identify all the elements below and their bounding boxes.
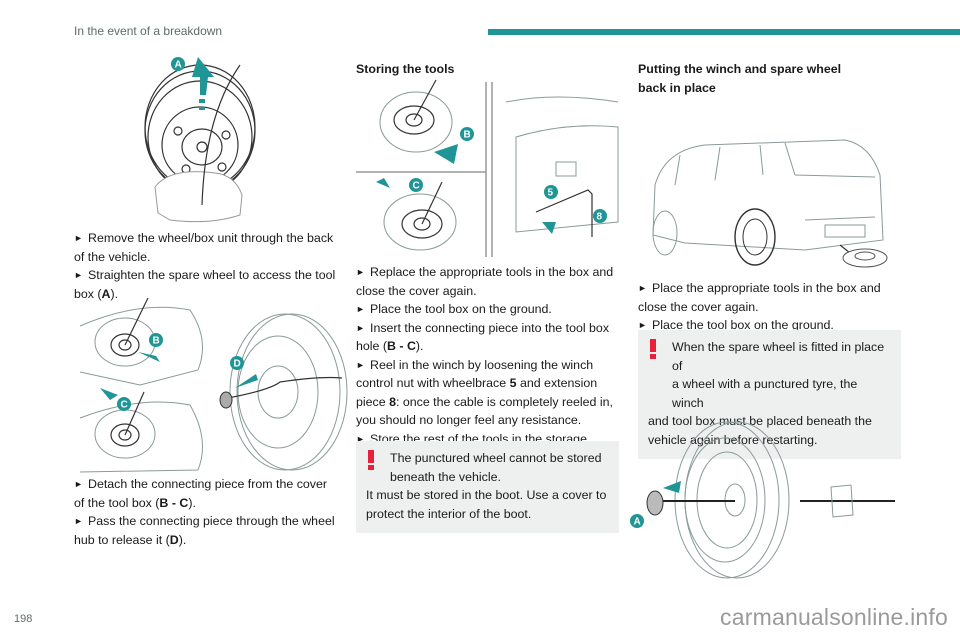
section-title: In the event of a breakdown — [74, 24, 223, 38]
step-item: ►Reel in the winch by loosening the winc… — [356, 357, 613, 428]
connecting-piece-illustration: B C D — [79, 297, 348, 473]
storing-tools-heading: Storing the tools — [356, 62, 455, 76]
steps-storing-tools: ►Replace the appropriate tools in the bo… — [356, 263, 621, 467]
page-number: 198 — [14, 613, 33, 625]
step-item: ►Place the tool box on the ground. — [356, 302, 552, 316]
step-item: ►Place the tool box on the ground. — [638, 318, 834, 332]
warning-icon — [368, 450, 374, 470]
steps-remove-wheel: ►Remove the wheel/box unit through the b… — [74, 229, 339, 303]
callout-8: 8 — [597, 212, 603, 223]
steps-putting-back: ►Place the appropriate tools in the box … — [638, 279, 903, 335]
step-item: ►Insert the connecting piece into the to… — [356, 320, 610, 354]
step-item: ►Straighten the spare wheel to access th… — [74, 268, 336, 301]
header-accent-bar — [488, 29, 960, 35]
step-item: ►Place the appropriate tools in the box … — [638, 281, 881, 314]
spare-wheel-toolbox-illustration: A — [144, 57, 256, 223]
callout-b: B — [464, 130, 471, 141]
warning-note-spare-wheel: When the spare wheel is fitted in place … — [638, 330, 901, 459]
suv-rear-with-spare-wheel-illustration — [652, 139, 888, 268]
warning-note-punctured-wheel: The punctured wheel cannot be stored ben… — [356, 441, 619, 533]
callout-d: D — [234, 359, 241, 370]
step-item: ►Pass the connecting piece through the w… — [74, 514, 335, 547]
callout-a: A — [175, 60, 182, 71]
warning-icon — [650, 339, 656, 359]
winch-heading: Putting the winch and spare wheel back i… — [638, 62, 842, 95]
storing-tools-illustration: B C 5 8 — [356, 79, 619, 257]
callout-a: A — [634, 517, 641, 528]
watermark[interactable]: carmanualsonline.info — [720, 604, 948, 630]
callout-b: B — [153, 336, 160, 347]
winch-wheel-illustration: A — [630, 421, 895, 579]
step-item: ►Detach the connecting piece from the co… — [74, 477, 327, 510]
step-item: ►Remove the wheel/box unit through the b… — [74, 231, 334, 264]
steps-detach-connecting-piece: ►Detach the connecting piece from the co… — [74, 475, 339, 549]
step-item: ►Replace the appropriate tools in the bo… — [356, 265, 614, 298]
callout-5: 5 — [548, 188, 554, 199]
callout-c: C — [121, 400, 128, 411]
callout-c: C — [413, 181, 420, 192]
